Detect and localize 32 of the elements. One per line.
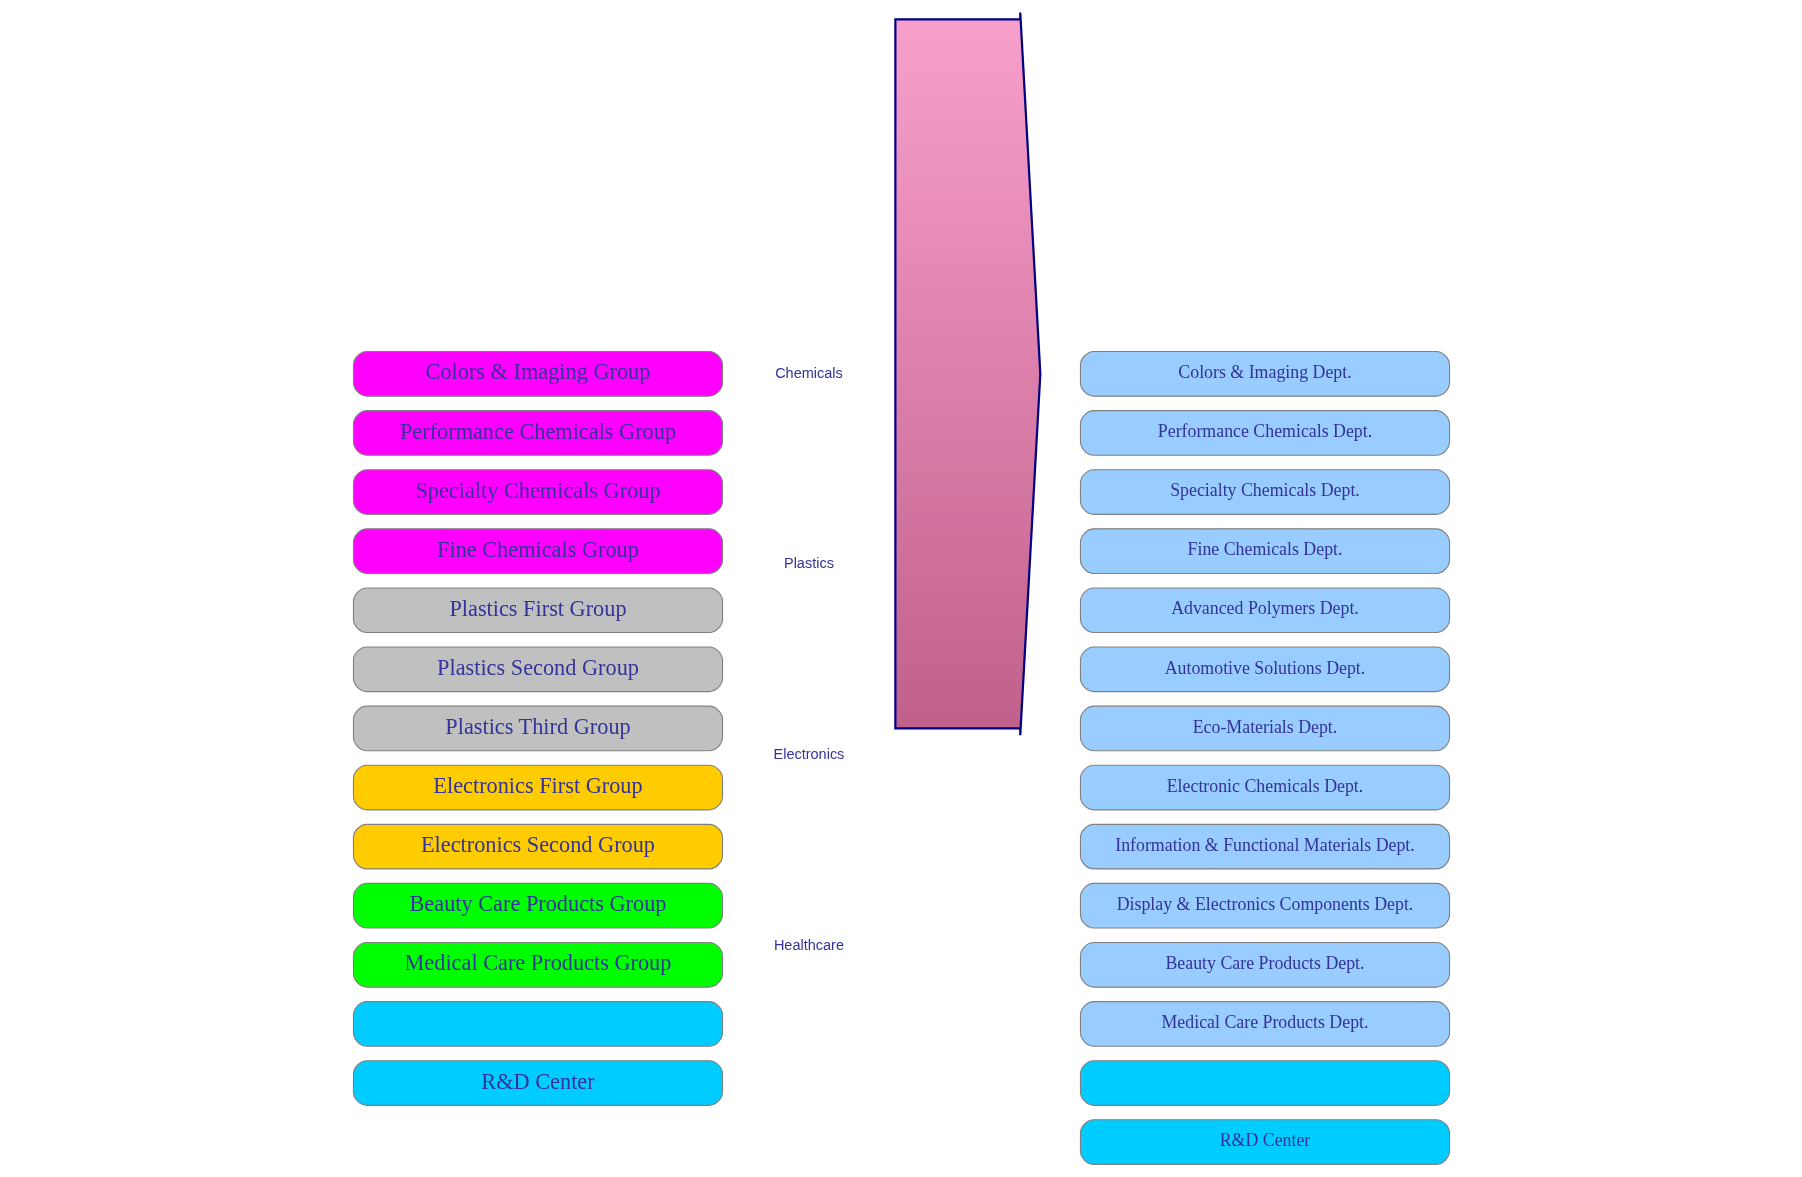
node-box [352, 1001, 723, 1047]
node-box: Colors & Imaging Dept. [1079, 351, 1450, 397]
label: Healthcare [773, 936, 844, 953]
node-box: Electronics Second Group [352, 823, 723, 870]
node-box: Medical Care Products Group [352, 941, 723, 988]
node-box: Display & Electronics Components Dept. [1079, 882, 1450, 929]
node-box: Advanced Polymers Dept. [1079, 587, 1450, 634]
node-box: Electronic Chemicals Dept. [1079, 764, 1450, 811]
node-box: Performance Chemicals Dept. [1079, 410, 1450, 456]
label: Plastics [783, 555, 834, 572]
node-box: Beauty Care Products Group [352, 882, 723, 929]
node-box [1079, 1060, 1450, 1106]
node-box: Automotive Solutions Dept. [1079, 646, 1450, 693]
node-box: Specialty Chemicals Dept. [1079, 469, 1450, 515]
node-box: Eco-Materials Dept. [1079, 705, 1450, 752]
node-box: Beauty Care Products Dept. [1079, 941, 1450, 988]
node-box: Fine Chemicals Dept. [1079, 528, 1450, 574]
node-box: Performance Chemicals Group [352, 410, 723, 456]
node-box: Plastics First Group [352, 587, 723, 634]
node-box: Medical Care Products Dept. [1079, 1001, 1450, 1047]
node-arrow [893, 11, 1041, 737]
node-box: Plastics Second Group [352, 646, 723, 693]
node-box: R&D Center [1079, 1119, 1450, 1165]
node-box: Colors & Imaging Group [352, 351, 723, 397]
node-box: Plastics Third Group [352, 705, 723, 752]
node-box: Electronics First Group [352, 764, 723, 811]
label: Electronics [773, 745, 844, 762]
node-box: Specialty Chemicals Group [352, 469, 723, 515]
node-box: Fine Chemicals Group [352, 528, 723, 574]
node-box: R&D Center [352, 1060, 723, 1106]
node-box: Information & Functional Materials Dept. [1079, 823, 1450, 870]
label: Chemicals [774, 364, 843, 381]
